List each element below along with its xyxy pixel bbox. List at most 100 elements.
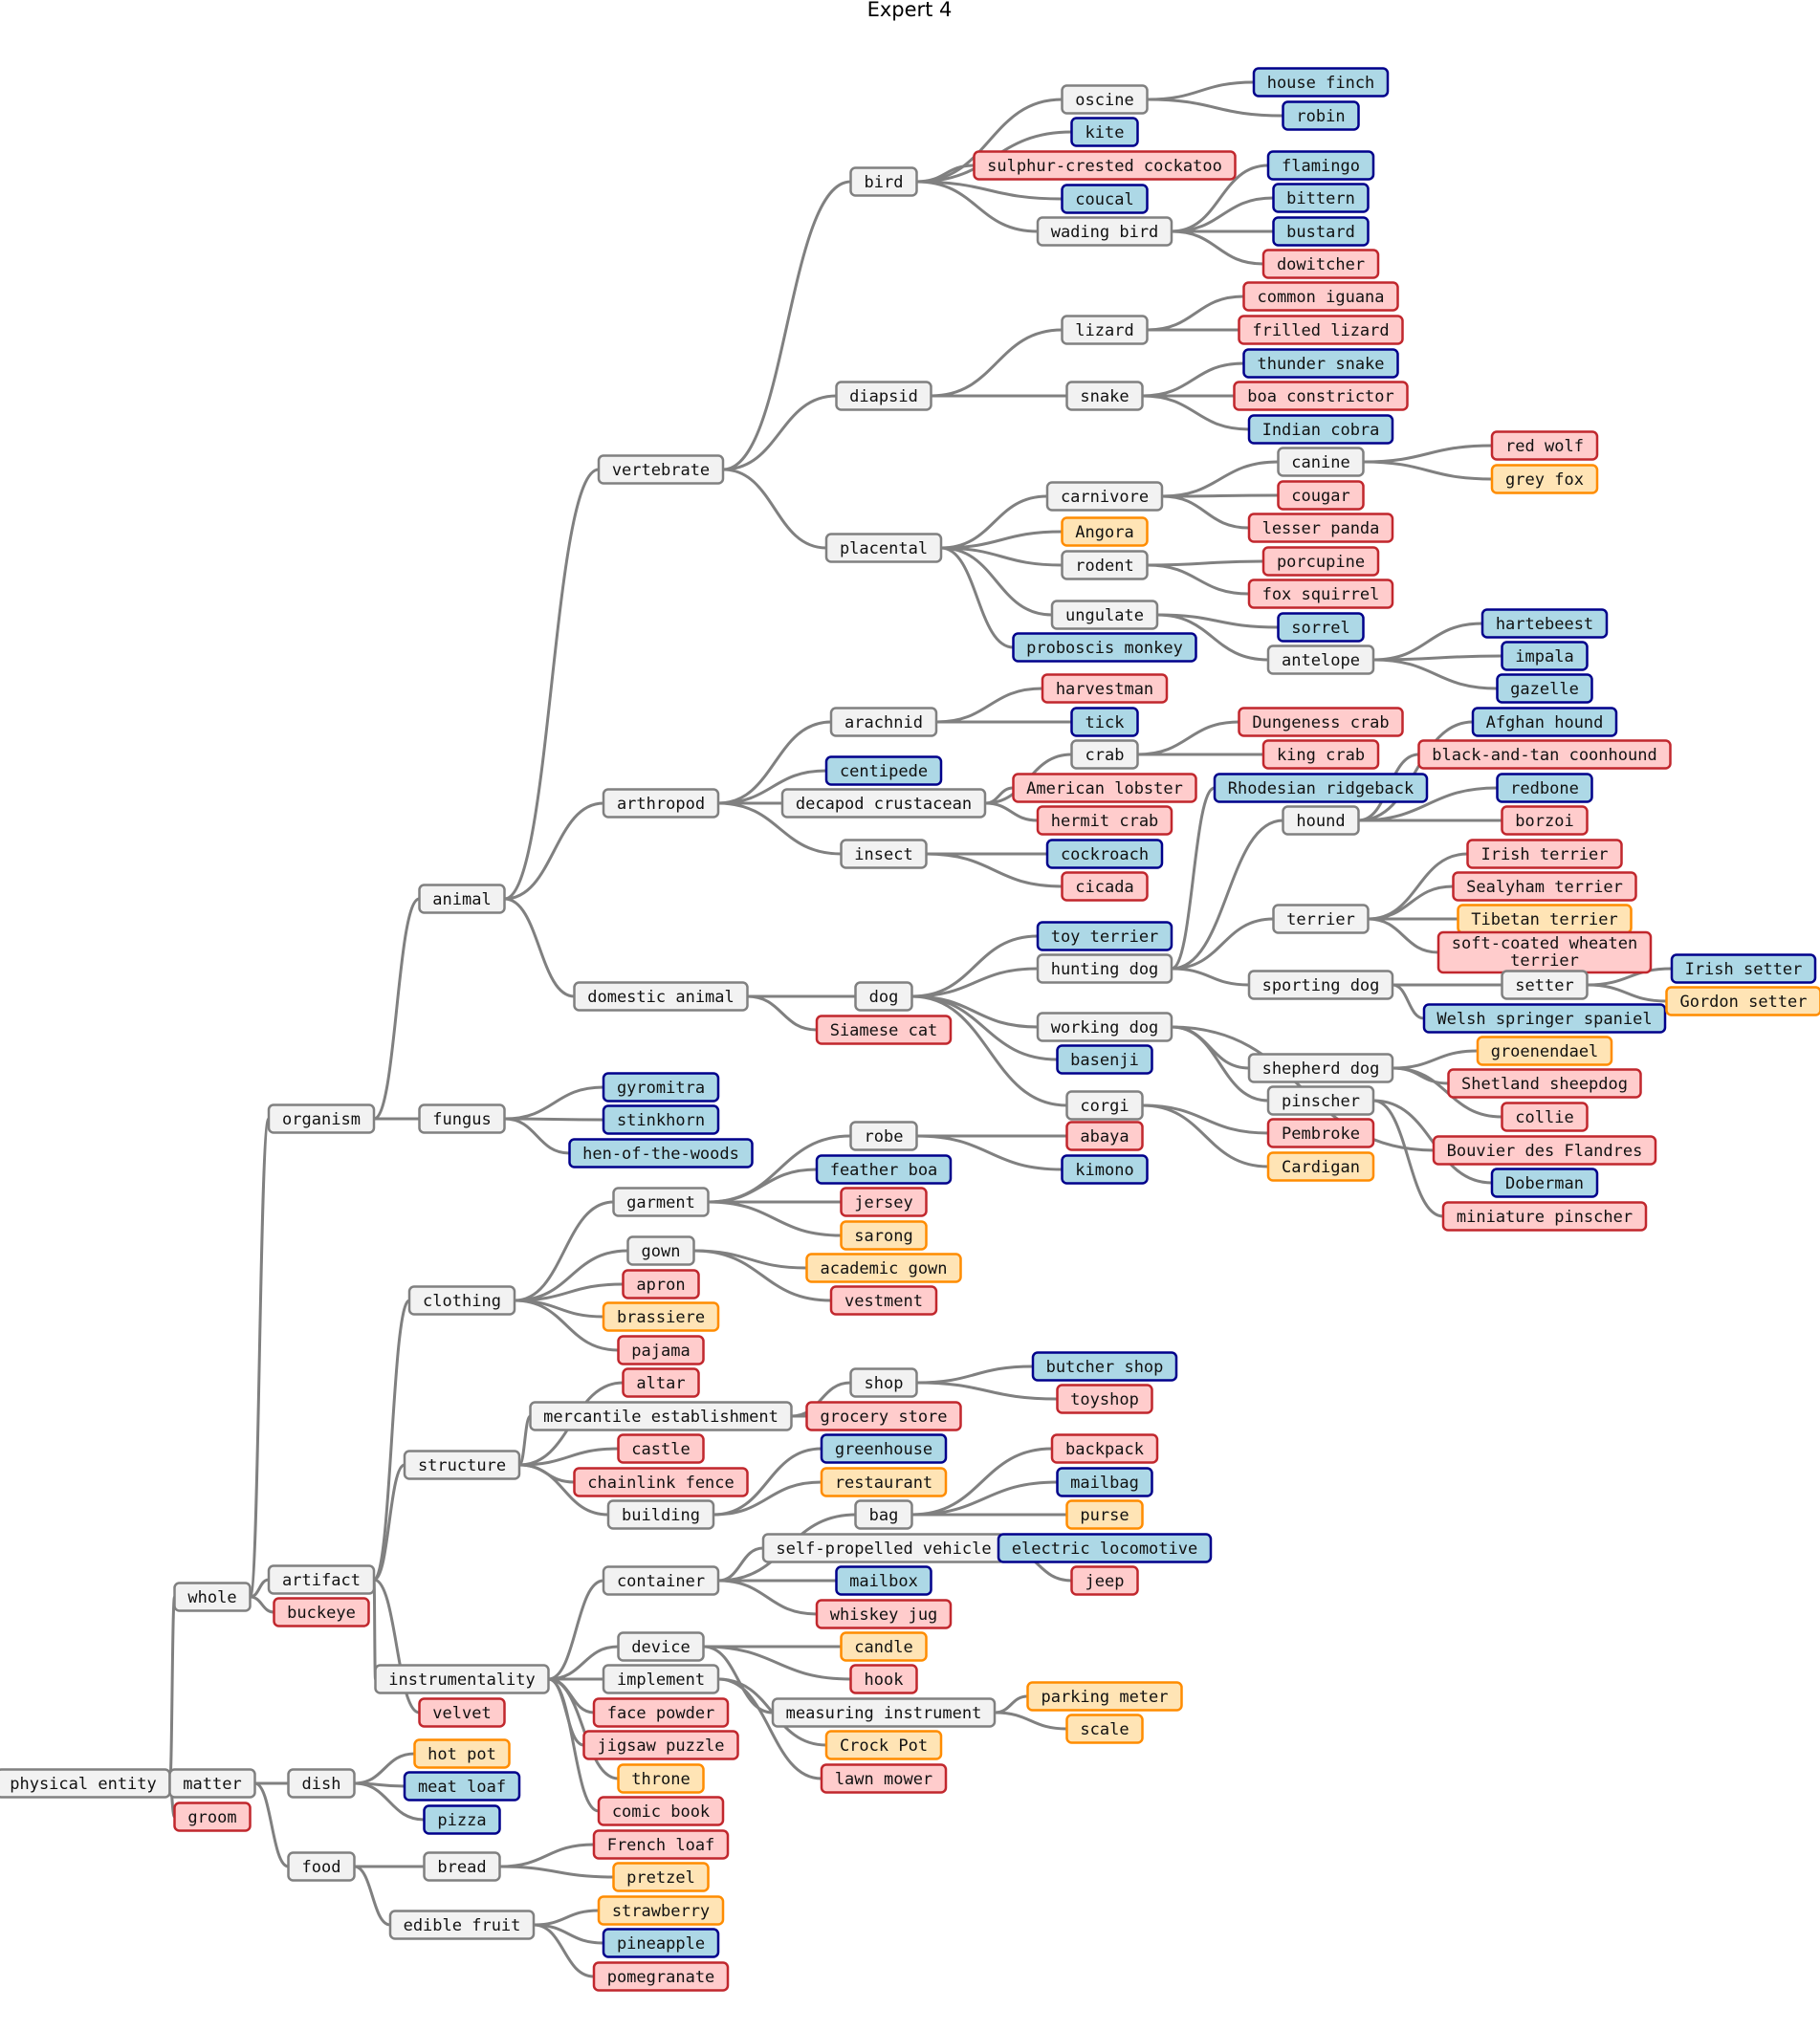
edge-working-dog-to-shepherd-dog <box>1171 1025 1250 1070</box>
edge-shepherd-dog-to-shetland-sheepdog <box>1392 1066 1449 1085</box>
node-domestic-animal: domestic animal <box>573 981 749 1012</box>
edge-container-to-whiskey-jug <box>717 1579 818 1616</box>
node-label: bustard <box>1286 223 1355 242</box>
node-label: structure <box>418 1456 506 1475</box>
node-label: Pembroke <box>1282 1125 1360 1144</box>
node-label: crab <box>1085 746 1125 765</box>
node-cockroach: cockroach <box>1045 839 1164 869</box>
edge-placental-to-ungulate <box>940 546 1053 617</box>
node-box <box>1065 1714 1144 1744</box>
node-wading-bird: wading bird <box>1036 216 1173 247</box>
node-label: redbone <box>1510 779 1579 798</box>
node-borzoi: borzoi <box>1501 805 1589 836</box>
node-sorrel: sorrel <box>1277 612 1365 643</box>
node-box <box>771 1697 997 1728</box>
node-box <box>573 1467 749 1497</box>
edge-fungus-to-hen-of-the-woods <box>504 1117 570 1155</box>
node-box <box>423 1851 501 1882</box>
node-box <box>287 1768 356 1799</box>
node-jeep: jeep <box>1070 1565 1139 1596</box>
node-building: building <box>606 1499 715 1530</box>
node-box <box>824 755 943 786</box>
edge-oscine-to-house-finch <box>1147 80 1255 101</box>
node-label: antelope <box>1282 651 1360 670</box>
edge-vertebrate-to-bird <box>722 180 851 471</box>
node-vestment: vestment <box>829 1285 938 1316</box>
node-label: Cardigan <box>1282 1158 1360 1177</box>
tree-nodes: physical entitywholemattergroomorganisma… <box>0 67 1820 1992</box>
edge-corgi-to-cardigan <box>1142 1103 1269 1168</box>
node-label: corgi <box>1080 1097 1129 1116</box>
node-box <box>805 1253 962 1283</box>
node-flamingo: flamingo <box>1266 150 1375 181</box>
node-box <box>1266 644 1375 675</box>
node-box <box>418 884 506 914</box>
node-label: pinscher <box>1282 1092 1360 1111</box>
node-box <box>374 1664 550 1694</box>
node-jersey: jersey <box>840 1187 928 1217</box>
node-box <box>407 1285 516 1316</box>
edge-garment-to-feather-boa <box>708 1168 818 1204</box>
node-sporting-dog: sporting dog <box>1247 970 1394 1000</box>
node-face-powder: face powder <box>592 1697 730 1728</box>
node-label: castle <box>631 1440 690 1459</box>
node-box <box>267 1103 376 1134</box>
node-label: Angora <box>1075 523 1133 542</box>
node-box <box>403 1450 521 1480</box>
node-label: collie <box>1515 1108 1573 1127</box>
node-label: working dog <box>1051 1018 1159 1037</box>
node-label: food <box>302 1858 341 1877</box>
edge-organism-to-animal <box>373 897 421 1121</box>
node-hartebeest: hartebeest <box>1480 608 1609 639</box>
node-box <box>1026 1681 1183 1712</box>
node-box <box>820 1763 948 1794</box>
node-grocery-store: grocery store <box>805 1401 962 1431</box>
node-label: whiskey jug <box>830 1605 938 1625</box>
node-candle: candle <box>840 1631 928 1662</box>
node-label: miniature pinscher <box>1457 1208 1633 1227</box>
edge-whole-to-organism <box>249 1117 271 1599</box>
node-whiskey-jug: whiskey jug <box>815 1599 953 1629</box>
node-box <box>1417 739 1672 770</box>
node-label: Doberman <box>1505 1174 1584 1193</box>
edge-device-to-hook <box>703 1645 851 1681</box>
node-cardigan: Cardigan <box>1266 1151 1375 1182</box>
node-label: garment <box>626 1193 695 1212</box>
edge-shop-to-toyshop <box>916 1381 1058 1401</box>
node-label: Sealyham terrier <box>1466 878 1623 897</box>
node-box <box>1501 641 1589 671</box>
node-label: bird <box>865 173 904 192</box>
node-box <box>805 1401 962 1431</box>
node-label: cicada <box>1075 878 1133 897</box>
node-label: placental <box>840 539 928 558</box>
node-black-and-tan-coonhound: black-and-tan coonhound <box>1417 739 1672 770</box>
node-box <box>849 1121 918 1151</box>
node-arthropod: arthropod <box>602 788 720 819</box>
node-box <box>1065 1499 1144 1530</box>
node-frilled-lizard: frilled lizard <box>1238 315 1404 345</box>
node-label: hen-of-the-woods <box>582 1145 739 1164</box>
node-irish-setter: Irish setter <box>1670 953 1817 984</box>
node-label: brassiere <box>617 1308 705 1327</box>
node-label: rodent <box>1075 557 1133 576</box>
node-label: tick <box>1085 713 1125 732</box>
node-box <box>1070 1565 1139 1596</box>
edge-building-to-greenhouse <box>713 1447 822 1517</box>
node-bread: bread <box>423 1851 501 1882</box>
edge-whole-to-buckeye <box>250 1595 274 1614</box>
node-restaurant: restaurant <box>820 1467 948 1497</box>
tree-edges <box>168 80 1673 1978</box>
node-box <box>1247 513 1394 543</box>
node-label: sporting dog <box>1262 976 1380 995</box>
node-box <box>824 1730 943 1760</box>
node-label: apron <box>636 1276 685 1295</box>
node-box <box>418 1103 506 1134</box>
edge-terrier-to-sealyham-terrier <box>1368 884 1454 921</box>
node-box <box>597 454 725 485</box>
node-pajama: pajama <box>617 1335 705 1365</box>
node-red-wolf: red wolf <box>1490 430 1599 461</box>
edge-instrumentality-to-container <box>548 1579 604 1681</box>
node-velvet: velvet <box>418 1697 506 1728</box>
